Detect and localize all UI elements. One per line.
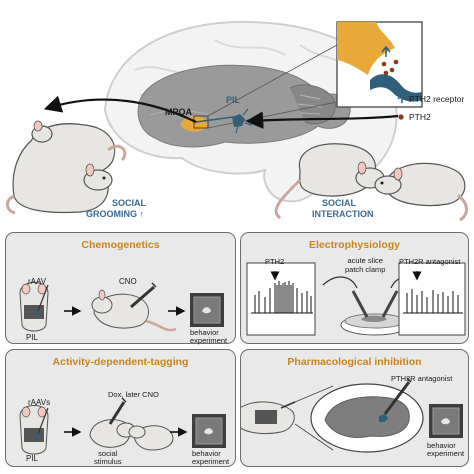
input-arrow <box>245 111 399 129</box>
behavior-box-icon-2 <box>192 414 226 448</box>
cno-label: CNO <box>119 277 137 286</box>
behavior-box-icon <box>190 293 224 327</box>
rat-head-injection-icon-2 <box>19 405 49 455</box>
pharmacological-panel: Pharmacological inhibition PTH2R antagon… <box>240 349 469 467</box>
rat-head-cannula-icon <box>241 401 296 435</box>
electrophysiology-title: Electrophysiology <box>308 239 401 251</box>
raav-label: rAAV <box>28 277 47 286</box>
tagging-panel: Activity-dependent-tagging rAAVs PIL Dox… <box>5 349 236 467</box>
electrophysiology-panel: Electrophysiology <box>240 232 469 344</box>
antagonist-trace-label: PTH2R antagonist <box>399 257 461 266</box>
rats-social-stimulus-icon <box>89 397 174 451</box>
social-grooming-line2: GROOMING ↑ <box>86 209 144 219</box>
brain-cannula-icon <box>310 377 424 453</box>
pth2-trace-label: PTH2 <box>265 257 285 266</box>
mpoa-label: MPOA <box>165 107 192 117</box>
antagonist-label-pharm: PTH2R antagonist <box>391 374 453 383</box>
chemogenetics-title: Chemogenetics <box>81 239 160 251</box>
behavior-box-icon-3 <box>429 404 463 438</box>
synapse-inset <box>336 21 423 108</box>
zoom-lines <box>294 385 334 451</box>
receptor-legend-icon <box>397 93 407 103</box>
trace-box-left <box>246 262 316 336</box>
pth2-legend-label: PTH2 <box>409 112 431 122</box>
interaction-rats-icon <box>274 143 468 222</box>
raavs-label: rAAVs <box>28 398 51 407</box>
trace-box-right <box>398 262 466 336</box>
social-grooming-line1: SOCIAL <box>112 198 147 208</box>
rat-head-injection-icon <box>19 282 49 332</box>
pth2-legend-dot <box>398 114 404 120</box>
social-interaction-line2: INTERACTION <box>312 209 374 219</box>
pil-label-tagging: PIL <box>26 454 39 463</box>
pil-label: PIL <box>226 95 241 105</box>
dox-label: Dox, later CNO <box>108 390 159 399</box>
output-arrow <box>43 95 197 123</box>
pharmacological-title: Pharmacological inhibition <box>287 356 422 368</box>
tagging-title: Activity-dependent-tagging <box>52 356 189 368</box>
receptor-legend-label: PTH2 receptor <box>409 94 465 104</box>
pil-label-chemo: PIL <box>26 333 39 342</box>
grooming-rats-icon <box>5 120 127 215</box>
rat-cno-injection-icon <box>91 282 177 332</box>
social-interaction-line1: SOCIAL <box>322 198 357 208</box>
